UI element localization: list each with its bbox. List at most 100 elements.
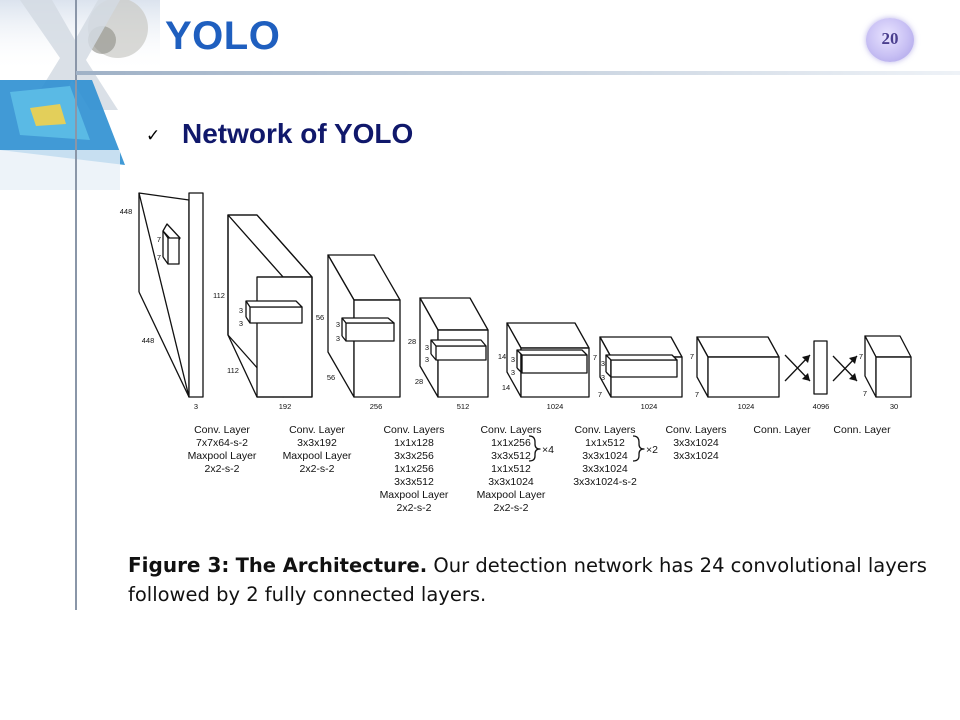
- conv-layer-1-line-3: Maxpool Layer: [188, 450, 257, 462]
- header-divider: [76, 71, 960, 75]
- output-side-a: 7: [859, 352, 863, 361]
- input-depth: 3: [194, 402, 198, 411]
- conv-layers-4-line-4: 1x1x512: [491, 463, 531, 475]
- input-kernel-b: 7: [157, 253, 161, 262]
- fc-size: 4096: [813, 402, 830, 411]
- conv-kernel-3: [430, 339, 487, 361]
- block-6-side-b: 7: [695, 390, 699, 399]
- block-2-side-a: 56: [316, 313, 324, 322]
- block-3-side-b: 28: [415, 377, 423, 386]
- output-block: [864, 335, 912, 398]
- block-5-side-b: 7: [598, 390, 602, 399]
- conv-layers-5-line-3: 3x3x1024: [582, 450, 628, 462]
- repeat-brace-4: [528, 435, 541, 462]
- conv-layer-1-line-1: Conv. Layer: [194, 424, 250, 436]
- block-3-side-a: 28: [408, 337, 416, 346]
- conv-layer-2-line-2: 3x3x192: [297, 437, 337, 449]
- conv-block-1: [227, 214, 313, 398]
- conv-layer-1-line-4: 2x2-s-2: [204, 463, 239, 475]
- conn-layer-2-line-1: Conn. Layer: [833, 424, 891, 436]
- block-3-kernel-b: 3: [425, 355, 429, 364]
- conv-layer-2-line-4: 2x2-s-2: [299, 463, 334, 475]
- full-connection-arrows-1: [784, 354, 811, 382]
- block-4-kernel-a: 3: [511, 355, 515, 364]
- block-5-kernel-a: 3: [601, 359, 605, 368]
- conv-layers-5-line-5: 3x3x1024-s-2: [573, 476, 637, 488]
- input-size-side: 448: [142, 336, 155, 345]
- conv-kernel-2: [341, 317, 395, 342]
- block-4-kernel-b: 3: [511, 368, 515, 377]
- conv-layers-4-line-5: 3x3x1024: [488, 476, 534, 488]
- repeat-label-5: ×2: [646, 444, 658, 456]
- conv-layers-6-line-3: 3x3x1024: [673, 450, 719, 462]
- conv-layers-5-line-4: 3x3x1024: [582, 463, 628, 475]
- fc-layer-bar: [813, 340, 828, 395]
- conv-layers-4-line-2: 1x1x256: [491, 437, 531, 449]
- figure-caption: Figure 3: The Architecture. Our detectio…: [128, 551, 928, 609]
- block-5-depth: 1024: [641, 402, 658, 411]
- block-2-kernel-a: 3: [336, 320, 340, 329]
- block-6-depth: 1024: [738, 402, 755, 411]
- block-3-depth: 512: [457, 402, 470, 411]
- conv-layer-2-line-3: Maxpool Layer: [283, 450, 352, 462]
- block-4-side-a: 14: [498, 352, 506, 361]
- conv-block-6: [696, 336, 780, 398]
- slide-subtitle: Network of YOLO: [182, 118, 414, 149]
- block-1-kernel-a: 3: [239, 306, 243, 315]
- block-4-side-b: 14: [502, 383, 510, 392]
- full-connection-arrows-2: [832, 355, 858, 382]
- block-1-side-a: 112: [213, 291, 225, 300]
- block-5-side-a: 7: [593, 353, 597, 362]
- block-6-side-a: 7: [690, 352, 694, 361]
- conv-layers-6-line-2: 3x3x1024: [673, 437, 719, 449]
- block-3-kernel-a: 3: [425, 343, 429, 352]
- conv-layers-3-line-2: 1x1x128: [394, 437, 434, 449]
- slide-title: YOLO: [165, 14, 281, 58]
- output-depth: 30: [890, 402, 898, 411]
- block-5-kernel-b: 3: [601, 373, 605, 382]
- checkmark-icon: ✓: [146, 126, 161, 146]
- block-2-kernel-b: 3: [336, 334, 340, 343]
- conn-layer-1-line-1: Conn. Layer: [753, 424, 811, 436]
- block-1-depth: 192: [279, 402, 292, 411]
- conv-kernel-4: [516, 349, 588, 374]
- conv-layers-4-line-1: Conv. Layers: [480, 424, 541, 436]
- block-1-side-b: 112: [227, 366, 239, 375]
- conv-kernel-5: [605, 354, 678, 378]
- page-number: 20: [881, 29, 899, 48]
- conv-layers-6-line-1: Conv. Layers: [665, 424, 726, 436]
- input-kernel: [162, 223, 181, 265]
- conv-layers-4-line-7: 2x2-s-2: [493, 502, 528, 514]
- conv-layers-5-line-1: Conv. Layers: [574, 424, 635, 436]
- conv-layers-3-line-6: Maxpool Layer: [380, 489, 449, 501]
- conv-layers-3-line-7: 2x2-s-2: [396, 502, 431, 514]
- conv-layers-3-line-1: Conv. Layers: [383, 424, 444, 436]
- conv-layer-2-line-1: Conv. Layer: [289, 424, 345, 436]
- input-kernel-a: 7: [157, 235, 161, 244]
- block-2-depth: 256: [370, 402, 383, 411]
- caption-title: The Architecture.: [235, 554, 428, 577]
- repeat-label-4: ×4: [542, 444, 554, 456]
- caption-text: Our detection network has 24 convolution…: [128, 554, 927, 606]
- caption-label: Figure 3:: [128, 553, 230, 577]
- conv-block-2: [327, 254, 401, 398]
- output-side-b: 7: [863, 389, 867, 398]
- conv-layers-3-line-5: 3x3x512: [394, 476, 434, 488]
- conv-kernel-1: [245, 300, 303, 324]
- conv-layer-1-line-2: 7x7x64-s-2: [196, 437, 248, 449]
- block-1-kernel-b: 3: [239, 319, 243, 328]
- page-number-badge: 20: [866, 18, 914, 62]
- block-2-side-b: 56: [327, 373, 335, 382]
- block-4-depth: 1024: [547, 402, 564, 411]
- input-size-top: 448: [120, 207, 133, 216]
- conv-layers-3-line-3: 3x3x256: [394, 450, 434, 462]
- conv-layers-4-line-6: Maxpool Layer: [477, 489, 546, 501]
- conv-layers-4-line-3: 3x3x512: [491, 450, 531, 462]
- conv-layers-5-line-2: 1x1x512: [585, 437, 625, 449]
- corner-collage-icon: [0, 0, 160, 190]
- input-image-slab: [138, 192, 204, 398]
- conv-layers-3-line-4: 1x1x256: [394, 463, 434, 475]
